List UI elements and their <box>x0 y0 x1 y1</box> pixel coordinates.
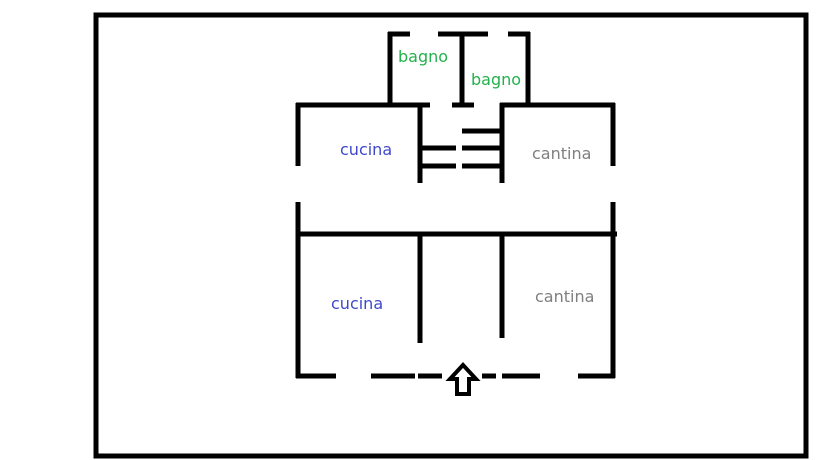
room-label-bagno-right: bagno <box>471 70 521 89</box>
up-arrow-icon <box>445 362 481 396</box>
room-label-bagno-left: bagno <box>398 47 448 66</box>
walls <box>295 31 617 379</box>
room-label-cantina-bottom: cantina <box>535 287 594 306</box>
room-label-cucina-top: cucina <box>340 140 392 159</box>
room-label-cantina-top: cantina <box>532 144 591 163</box>
outer-frame <box>93 12 809 459</box>
room-label-cucina-bottom: cucina <box>331 294 383 313</box>
